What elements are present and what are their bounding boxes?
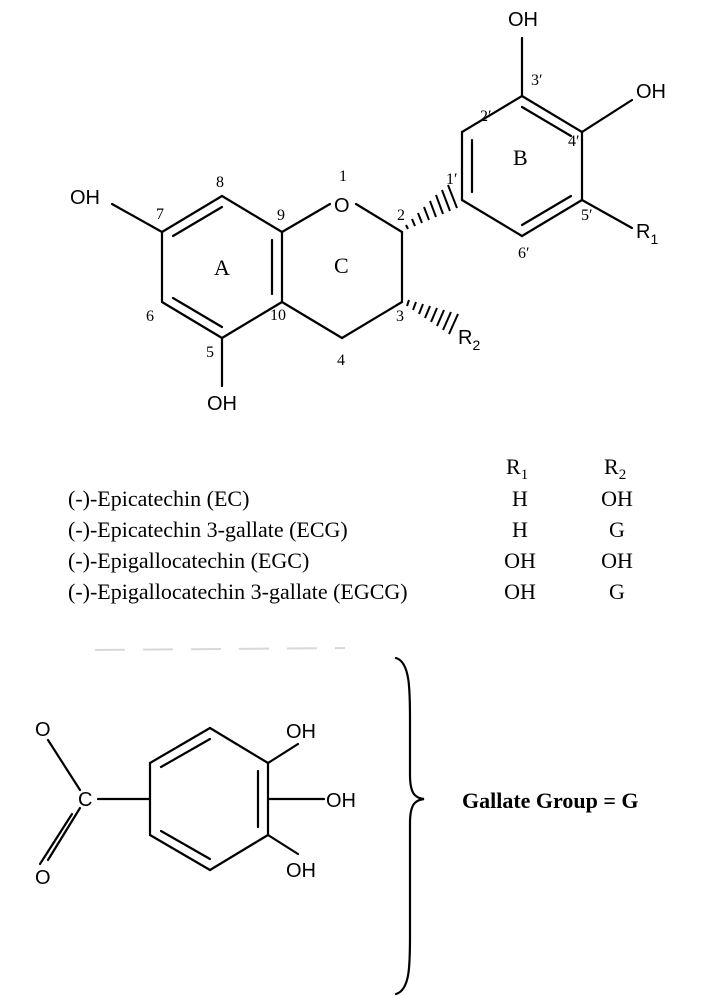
table-row-r2: G (609, 579, 625, 604)
bond-9-o1 (280, 202, 332, 234)
atom-oh-7: OH (70, 187, 100, 209)
pos-10: 10 (270, 307, 286, 324)
atom-oh-5: OH (207, 393, 237, 415)
pos-8: 8 (216, 174, 224, 191)
gallate-atom-c: C (78, 789, 92, 811)
gallate-structure: OH OH OH C O O Gallate Group = G (35, 656, 639, 996)
pos-6p: 6′ (518, 245, 530, 262)
bond-5-6 (160, 300, 224, 340)
gallate-double-bond (159, 737, 212, 769)
gallate-double-bond-co (38, 812, 74, 866)
table-row-r2: OH (601, 486, 633, 511)
atom-oh-4p: OH (636, 81, 666, 103)
pos-5p: 5′ (581, 207, 593, 224)
pos-6: 6 (146, 308, 154, 325)
gallate-bond-c-o-top (46, 738, 82, 792)
double-bond-3p-4p (520, 105, 573, 138)
gallate-double-bond (159, 829, 212, 861)
atom-o-ring: O (334, 195, 350, 217)
bond-7-8 (160, 194, 224, 234)
divider (94, 647, 346, 651)
pos-7: 7 (156, 206, 164, 223)
table-row-name: (-)-Epicatechin 3-gallate (ECG) (68, 517, 348, 542)
gallate-bond-oh-bot (266, 833, 300, 856)
atom-labels: OH OH OH OH O R1 R2 (70, 9, 666, 415)
table-row-r1: OH (504, 579, 536, 604)
ring-label-b: B (513, 145, 528, 170)
atom-r1: R1 (636, 221, 658, 247)
pos-2: 2 (397, 207, 405, 224)
bond-10-5 (220, 300, 284, 340)
pos-1: 1 (339, 168, 347, 185)
table-row-r2: G (609, 517, 625, 542)
bond-8-9 (220, 194, 284, 234)
gallate-bond-oh-top (266, 742, 300, 765)
bond-o1-2 (354, 202, 404, 234)
double-bond-5p-6p (520, 194, 573, 227)
pos-1p: 1′ (446, 171, 458, 188)
atom-r2: R2 (458, 327, 480, 353)
ring-label-c: C (334, 253, 349, 278)
hashed-bond-3-r2 (406, 299, 459, 335)
bond-5p-6p (520, 198, 584, 238)
bond-6p-1p (460, 198, 524, 238)
bond-3p-4p (520, 94, 584, 134)
bond-3-4 (340, 300, 404, 340)
curly-brace (394, 656, 425, 996)
table-row-r1: OH (504, 548, 536, 573)
table-row-name: (-)-Epigallocatechin (EGC) (68, 548, 309, 573)
gallate-ring-bond (208, 833, 270, 872)
bond-5p-r1 (580, 198, 634, 230)
pos-5: 5 (206, 344, 214, 361)
table-row-name: (-)-Epigallocatechin 3-gallate (EGCG) (68, 579, 408, 604)
double-bond-7-8 (171, 205, 224, 238)
bond-2p-3p (460, 94, 524, 134)
hashed-bond-2-1p (405, 184, 458, 230)
bond-4-10 (280, 300, 344, 340)
table-row-r2: OH (601, 548, 633, 573)
table-row-r1: H (512, 486, 528, 511)
gallate-atom-oh-mid: OH (326, 790, 356, 812)
table-header-r1: R1 (506, 454, 528, 483)
pos-4: 4 (337, 352, 345, 369)
pos-2p: 2′ (480, 108, 492, 125)
table-header-r2: R2 (604, 454, 626, 483)
double-bond-5-6 (171, 296, 224, 329)
table-row-r1: H (512, 517, 528, 542)
gallate-atom-oh-top: OH (286, 721, 316, 743)
gallate-label: Gallate Group = G (462, 788, 639, 813)
substituent-table: R1 R2 (-)-Epicatechin (EC) H OH (-)-Epic… (68, 454, 633, 604)
gallate-ring-bond (208, 726, 270, 765)
gallate-bond-c-o-bot (46, 806, 82, 862)
table-row-name: (-)-Epicatechin (EC) (68, 486, 249, 511)
bond-7-oh (110, 202, 164, 234)
pos-3: 3 (396, 308, 404, 325)
pos-4p: 4′ (568, 133, 580, 150)
atom-oh-3p: OH (508, 9, 538, 31)
bond-4p-oh (580, 98, 634, 134)
gallate-atom-o-top: O (35, 719, 51, 741)
pos-9: 9 (277, 207, 285, 224)
gallate-atom-oh-bot: OH (286, 860, 316, 882)
catechin-skeleton (110, 36, 634, 388)
pos-3p: 3′ (531, 72, 543, 89)
position-numbers: 1 2 3 4 5 6 7 8 9 10 1′ 2′ 3′ 4′ 5′ 6′ (146, 72, 593, 369)
gallate-atom-o-bot: O (35, 867, 51, 889)
gallate-ring-bond (148, 726, 212, 765)
ring-label-a: A (214, 255, 230, 280)
gallate-ring-bond (148, 833, 212, 872)
ring-labels: A B C (214, 145, 528, 280)
